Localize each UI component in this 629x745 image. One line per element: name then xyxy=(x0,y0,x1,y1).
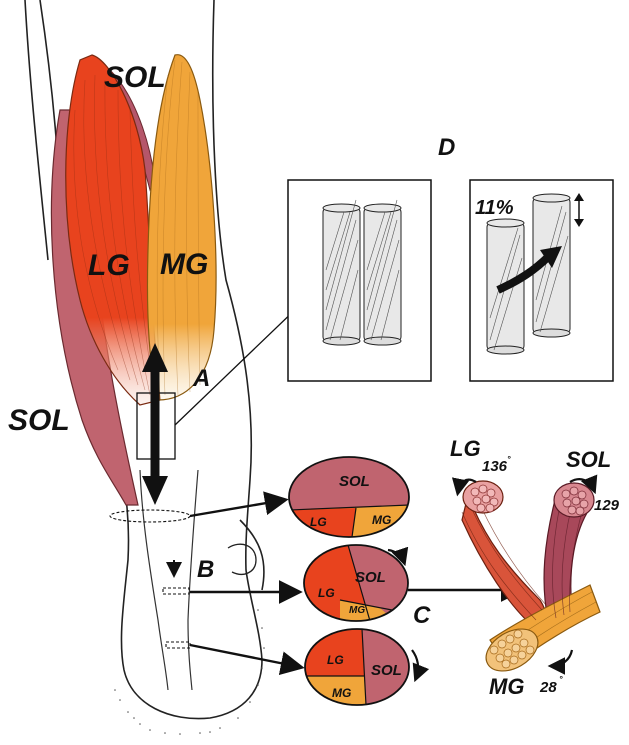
sol-left-label: SOL xyxy=(8,406,70,436)
cs2-lg-label: LG xyxy=(318,587,335,599)
foot-stipple xyxy=(114,609,265,735)
twist-mg-label: MG xyxy=(489,676,524,698)
twist-lg-label: LG xyxy=(450,438,481,460)
cs2-sol-label: SOL xyxy=(355,570,386,585)
sol-top-label: SOL xyxy=(104,63,166,93)
cs3-sol-label: SOL xyxy=(371,663,402,678)
twist-sol-angle: 129 xyxy=(594,498,619,513)
panel-b-label: B xyxy=(197,558,214,582)
cs1-lg-label: LG xyxy=(310,516,327,528)
twist-mg-angle: 28 xyxy=(540,680,557,695)
twisted-tendon xyxy=(462,481,600,680)
mg-muscle-label: MG xyxy=(160,250,208,280)
cs1-sol-label: SOL xyxy=(339,474,370,489)
panel-a-double-arrow xyxy=(142,343,168,505)
panel-d-label: D xyxy=(438,136,455,160)
cs1-mg-label: MG xyxy=(372,514,391,526)
lg-muscle-label: LG xyxy=(88,251,130,281)
panel-a-label: A xyxy=(193,367,210,391)
ankle-bone xyxy=(228,544,256,574)
cs2-mg-label: MG xyxy=(349,606,365,616)
shift-percent-label: 11% xyxy=(475,198,514,218)
twist-sol-label: SOL xyxy=(566,449,611,471)
twist-lg-degree: ° xyxy=(507,455,511,464)
twist-lg-angle: 136 xyxy=(482,459,507,474)
achilles-tendon xyxy=(140,470,198,690)
cs3-lg-label: LG xyxy=(327,654,344,666)
cs3-mg-label: MG xyxy=(332,687,351,699)
panel-c-label: C xyxy=(413,604,430,628)
twist-mg-degree: ° xyxy=(559,675,563,684)
